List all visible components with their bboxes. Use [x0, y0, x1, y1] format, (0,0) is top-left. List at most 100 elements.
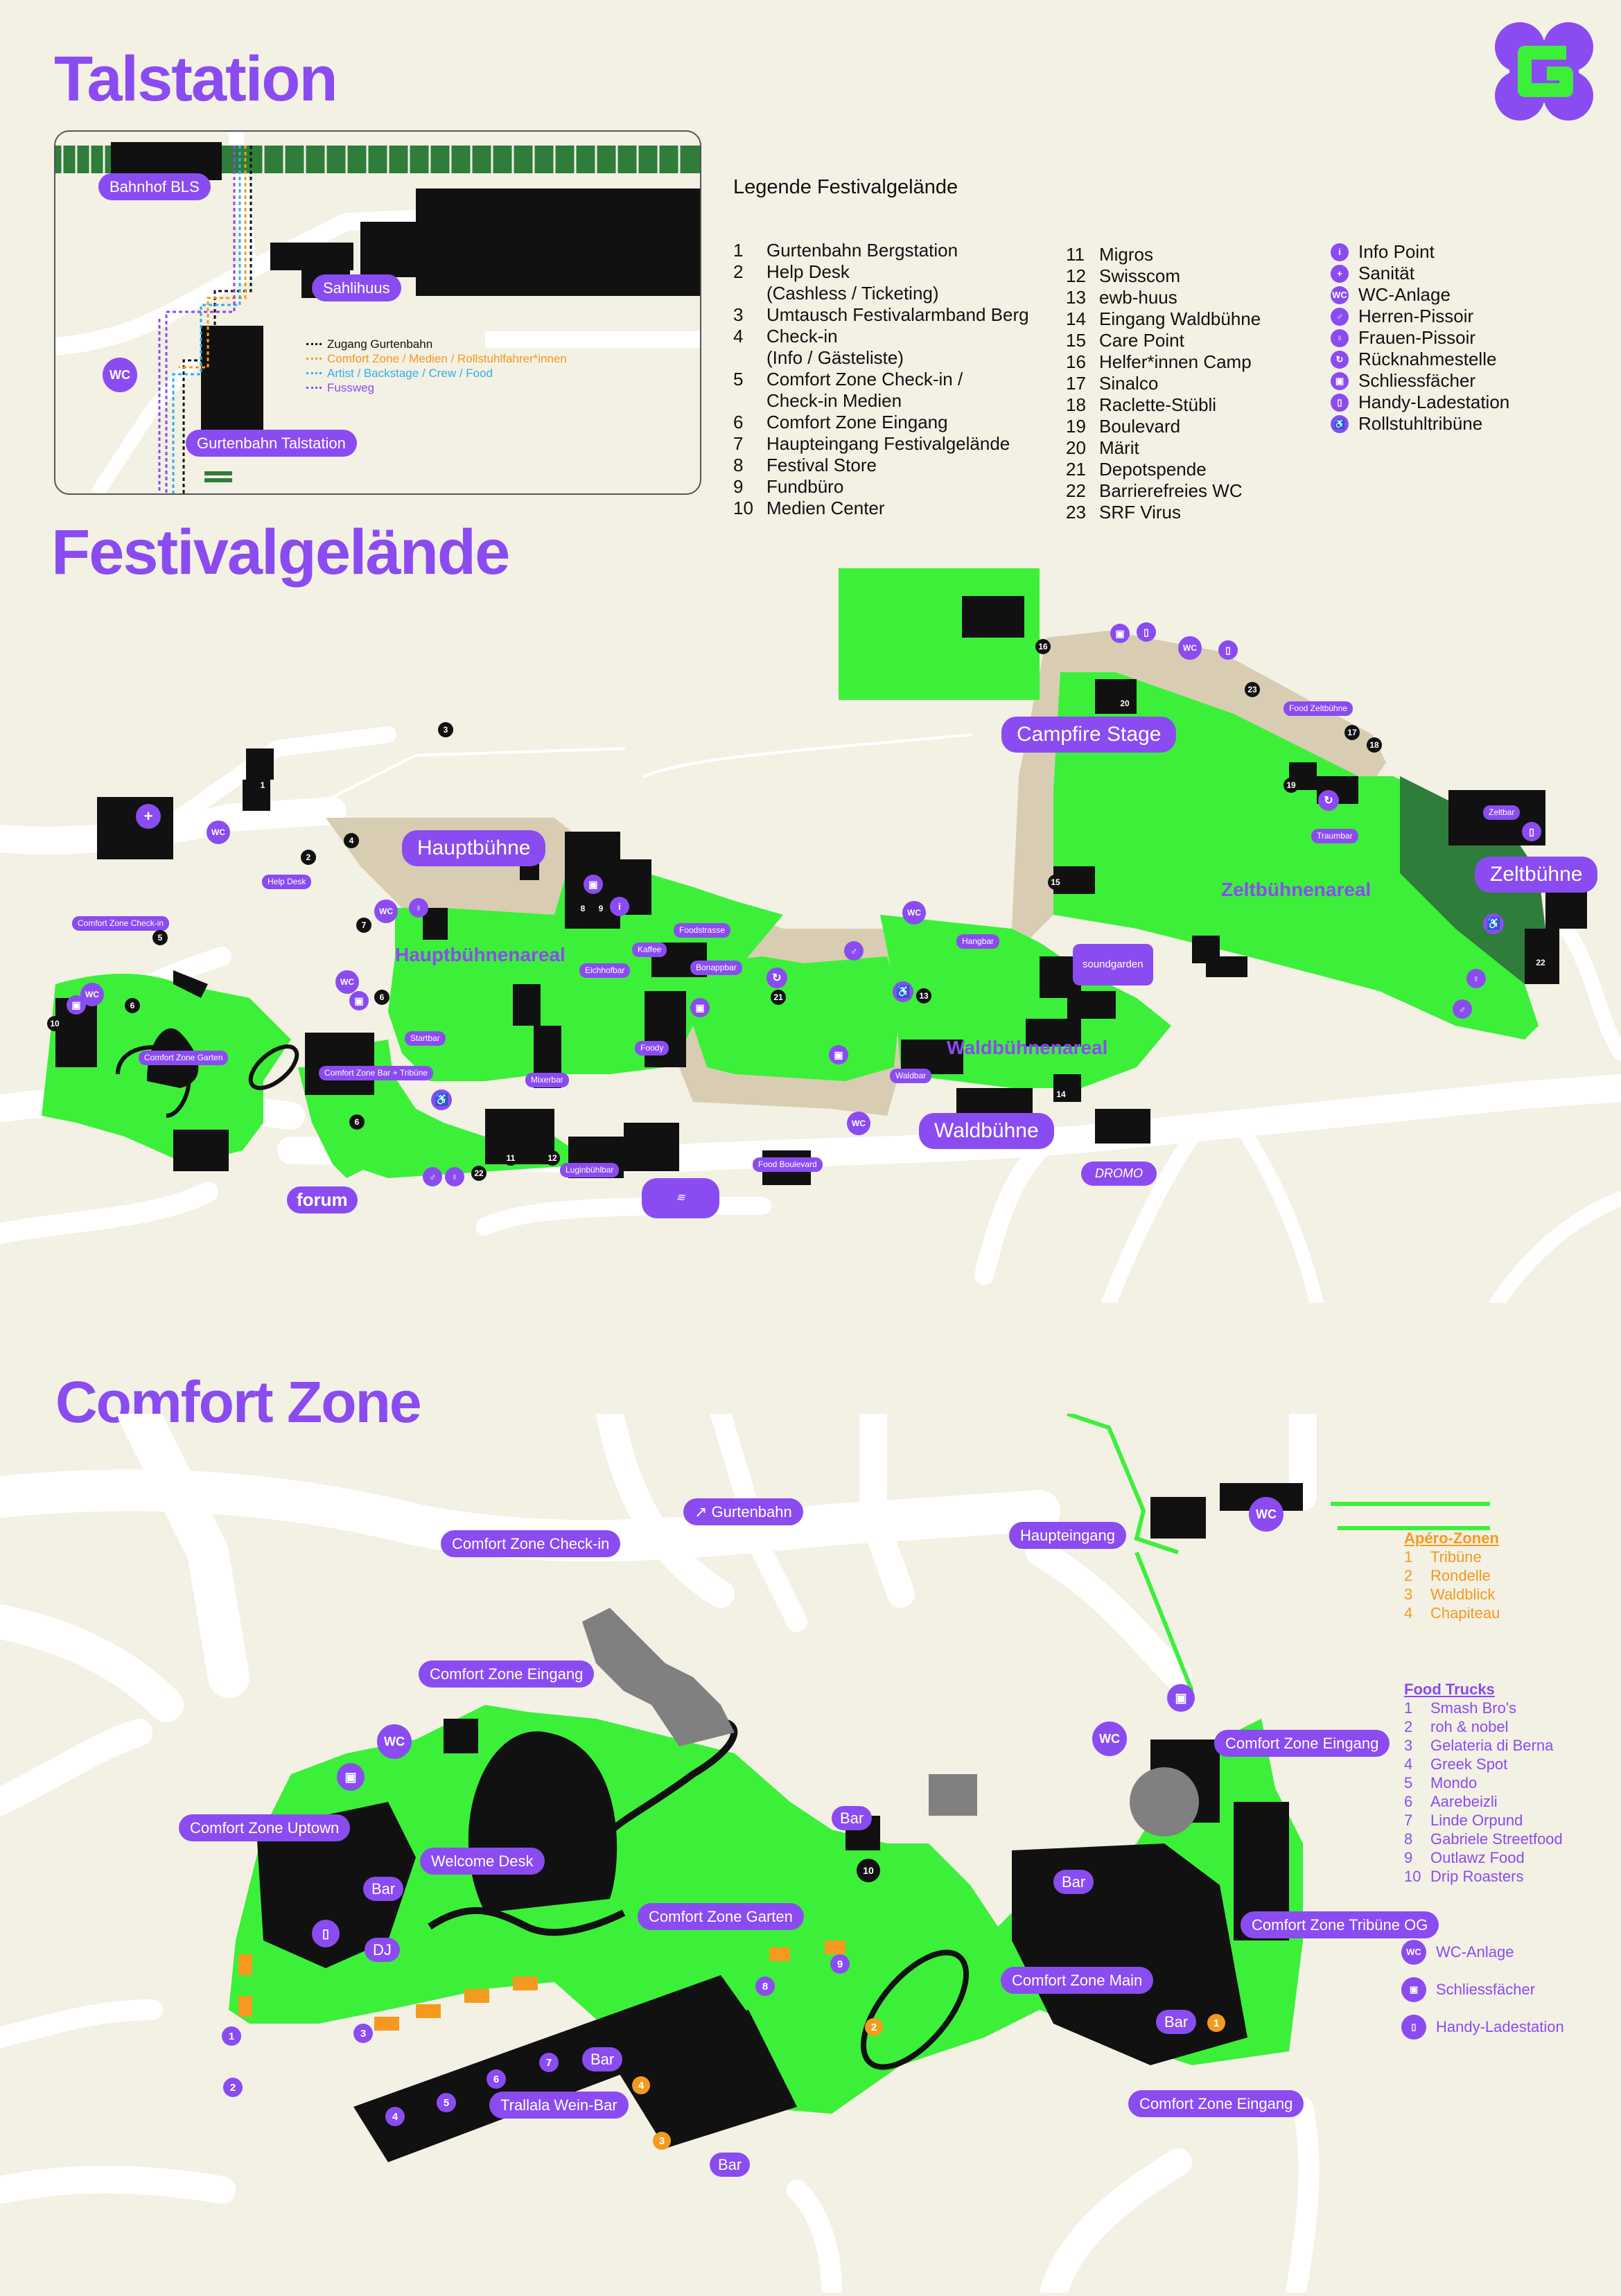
- charging-icon: ▯: [312, 1920, 340, 1947]
- foodstrasse-label: Foodstrasse: [674, 923, 731, 938]
- legend-item-text: Eingang Waldbühne: [1099, 308, 1261, 329]
- mixerbar-label: Mixerbar: [525, 1073, 569, 1087]
- legend-icon-item: ♀Frauen-Pissoir: [1331, 327, 1509, 349]
- legend-symbol-icon: WC: [1331, 286, 1349, 304]
- foody-label: Foody: [635, 1041, 669, 1055]
- wc-icon: WC: [847, 1112, 870, 1135]
- food-truck-item-number: 10: [1404, 1868, 1421, 1885]
- food-truck-item-text: Drip Roasters: [1430, 1868, 1524, 1885]
- locker-icon: ▣: [337, 1763, 365, 1791]
- legend-item-text: Check-in: [766, 326, 838, 347]
- festival-map-shapes: [0, 568, 1621, 1311]
- legend-icon-item-text: Frauen-Pissoir: [1358, 327, 1476, 348]
- legend-item-number: 19: [1066, 416, 1086, 437]
- comfort-icon-item: ▣Schliessfächer: [1401, 1971, 1564, 2008]
- bonappbar-label: Bonappbar: [690, 961, 742, 975]
- cz-main-label: Comfort Zone Main: [1001, 1967, 1154, 1995]
- legend-item-number: 16: [1066, 351, 1086, 372]
- legend-item-number: 13: [1066, 287, 1086, 308]
- stage-hauptbuehne[interactable]: Hauptbühne: [402, 830, 546, 866]
- cz-bar-label: Comfort Zone Bar + Tribüne: [319, 1066, 434, 1080]
- legend-item: 4 Check-in: [733, 326, 1029, 347]
- legend-symbol-icon: WC: [1401, 1940, 1426, 1965]
- apero-item-text: Tribüne: [1430, 1548, 1482, 1566]
- wc-icon: WC: [902, 901, 926, 924]
- cz-uptown-label: Comfort Zone Uptown: [179, 1814, 351, 1842]
- wc-icon: WC: [1178, 636, 1202, 660]
- bar-label: Bar: [1156, 2010, 1197, 2035]
- legend-symbol-icon: ↻: [1331, 350, 1349, 369]
- legend-title: Legende Festivalgelände: [733, 176, 958, 198]
- food-boulevard-label: Food Boulevard: [753, 1157, 823, 1172]
- food-title: Food Trucks: [1404, 1681, 1495, 1698]
- pissoir-icon: ♂: [423, 1167, 442, 1186]
- food-truck-item: 10 Drip Roasters: [1404, 1867, 1563, 1886]
- legend-item: Check-in Medien: [733, 390, 1029, 412]
- food-truck-item-number: 7: [1404, 1812, 1413, 1829]
- food-truck-item-number: 9: [1404, 1849, 1413, 1866]
- legend-item-number: 21: [1066, 459, 1086, 480]
- legend-item-number: 15: [1066, 330, 1086, 351]
- food-zeltbuehne-label: Food Zeltbühne: [1283, 701, 1353, 716]
- locker-icon: ▣: [829, 1045, 848, 1064]
- food-truck-item-text: Gelateria di Berna: [1430, 1737, 1554, 1754]
- stage-zeltbuehne[interactable]: Zeltbühne: [1475, 857, 1598, 893]
- comfort-icon-item: ▯ Handy-Ladestation: [1401, 2008, 1564, 2046]
- legend-item-number: 4: [733, 326, 744, 347]
- bar-label: Bar: [363, 1877, 404, 1902]
- wc-icon: WC: [335, 970, 359, 994]
- sahlihuus-label: Sahlihuus: [312, 274, 401, 302]
- legend-icon-item-text: Sanität: [1358, 263, 1414, 283]
- legend-item-text: Depotspende: [1099, 459, 1207, 480]
- legend-item-text: Care Point: [1099, 330, 1184, 351]
- sanitaet-icon: +: [136, 804, 161, 829]
- legend-symbol-icon: ▯: [1401, 2015, 1426, 2040]
- legend-item-text: Märit: [1099, 437, 1139, 458]
- legend-item-text: SRF Virus: [1099, 502, 1181, 523]
- stage-waldbuehne[interactable]: Waldbühne: [919, 1113, 1054, 1149]
- food-truck-item-number: 3: [1404, 1737, 1413, 1754]
- talstation-map: [54, 130, 701, 495]
- legend-icon-item-text: Schliessfächer: [1358, 370, 1476, 391]
- food-truck-item-number: 6: [1404, 1793, 1413, 1810]
- cz-garten-label: Comfort Zone Garten: [139, 1051, 229, 1065]
- comfort-icon-item-text: WC-Anlage: [1436, 1943, 1514, 1961]
- comfort-icon-item-text: Handy-Ladestation: [1436, 2018, 1564, 2035]
- legend-icon-item: ▣ Schliessfächer: [1331, 370, 1509, 392]
- legend-item-text: Comfort Zone Check-in /: [766, 369, 963, 389]
- stage-campfire[interactable]: Campfire Stage: [1001, 717, 1177, 753]
- path-legend-item: Zugang Gurtenbahn: [327, 338, 433, 351]
- locker-icon: ▣: [1110, 624, 1130, 643]
- legend-icon-item-text: Rollstuhltribüne: [1358, 413, 1483, 434]
- wc-icon: WC: [1249, 1497, 1283, 1532]
- legend-item-number: 12: [1066, 265, 1086, 286]
- talstation-path-legend: Zugang Gurtenbahn Comfort Zone / Medien …: [306, 337, 567, 395]
- legend-item-text: Help Desk: [766, 261, 850, 282]
- legend-item-text: Boulevard: [1099, 416, 1181, 437]
- food-truck-item-number: 1: [1404, 1699, 1413, 1717]
- rollstuhl-icon: ♿: [893, 981, 913, 1002]
- legend-item-text: Comfort Zone Eingang: [766, 412, 948, 432]
- luginbuehlbar-label: Luginbühlbar: [560, 1163, 620, 1177]
- comfort-zone-map: [0, 1393, 1621, 2296]
- legend-icon-item: +Sanität: [1331, 263, 1509, 284]
- legend-item-number: 17: [1066, 373, 1086, 394]
- legend-symbol-icon: ▣: [1331, 371, 1349, 390]
- pissoir-icon: ♂: [844, 941, 864, 961]
